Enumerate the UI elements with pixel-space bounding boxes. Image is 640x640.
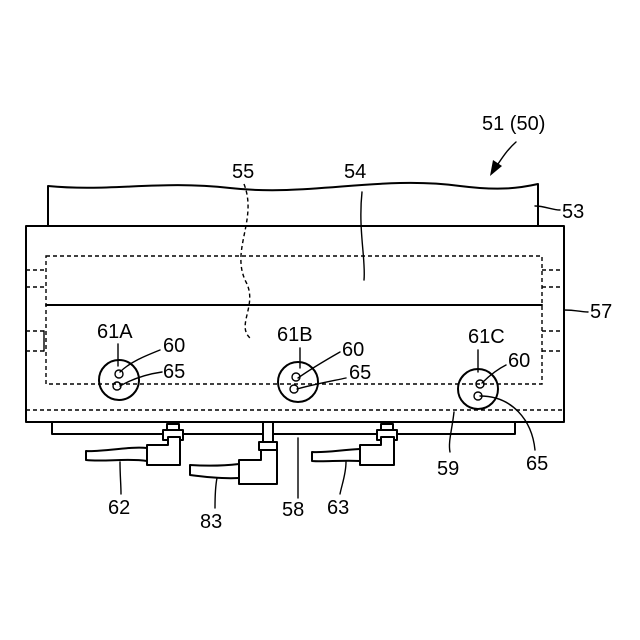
arrow-51 [490,142,516,176]
label-65a: 65 [163,361,185,383]
label-57: 57 [590,301,612,323]
label-83: 83 [200,511,222,533]
wavy-line-55 [241,184,250,338]
label-61b: 61B [277,324,313,346]
label-61a: 61A [97,321,133,343]
label-65b: 65 [349,362,371,384]
label-55: 55 [232,161,254,183]
label-58: 58 [282,499,304,521]
label-61c: 61C [468,326,505,348]
label-54: 54 [344,161,366,183]
label-51-50: 51 (50) [482,113,545,135]
label-60a: 60 [163,335,185,357]
label-60c: 60 [508,350,530,372]
port-61c [458,369,498,409]
base-plate-58 [52,422,515,434]
label-59: 59 [437,458,459,480]
panel-53 [48,183,538,226]
label-53: 53 [562,201,584,223]
inner-region-54 [46,256,542,384]
label-63: 63 [327,497,349,519]
label-60b: 60 [342,339,364,361]
label-62: 62 [108,497,130,519]
label-65c: 65 [526,453,548,475]
